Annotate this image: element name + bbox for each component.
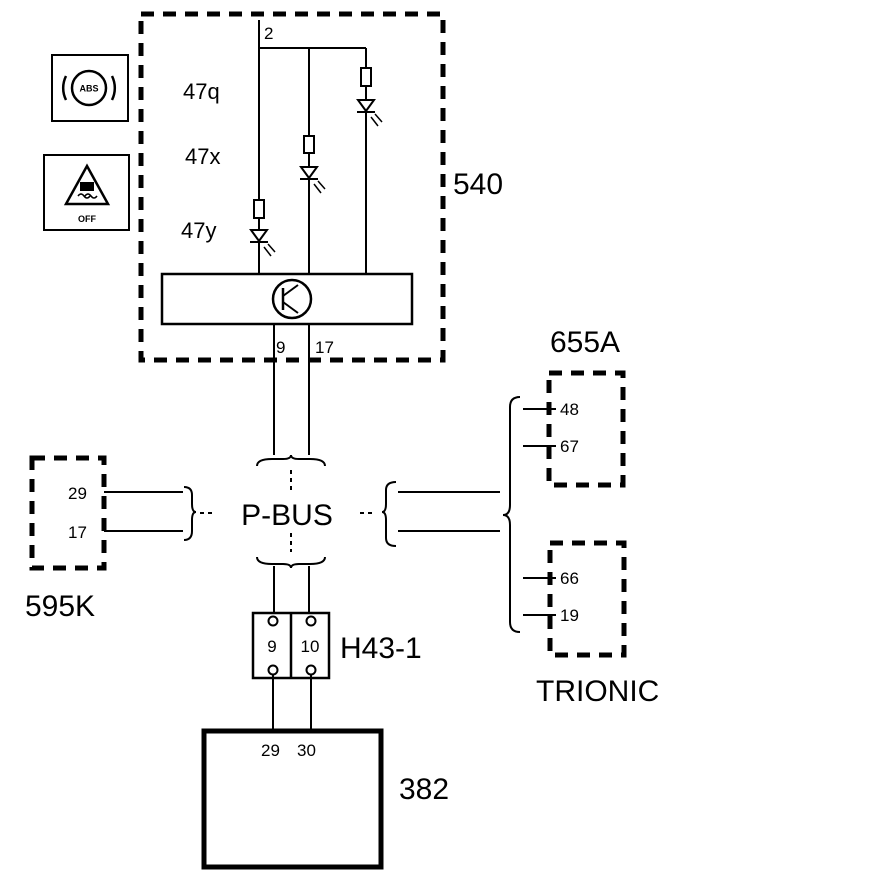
module-595k: 29 17 595K: [25, 455, 107, 623]
module-540: 540 2: [138, 11, 503, 363]
pin-382-30: 30: [297, 741, 316, 760]
pin-655a-67: 67: [560, 437, 579, 456]
abs-icon-text: ABS: [79, 84, 98, 94]
pin-595k-17: 17: [68, 523, 87, 542]
module-595k-label: 595K: [25, 590, 95, 623]
module-382: 29 30 382: [201, 728, 449, 870]
connector-h43-1: 9 10 H43-1: [251, 611, 422, 680]
p-bus-label: P-BUS: [241, 499, 333, 532]
pin-382-29: 29: [261, 741, 280, 760]
module-540-label: 540: [453, 168, 503, 201]
led-47y: [249, 199, 276, 274]
module-655a: 655A 48 67: [523, 326, 626, 488]
transistor-icon: [271, 278, 313, 320]
pin-540-2: 2: [264, 24, 273, 43]
led-47x: [299, 135, 326, 274]
pin-h43-9: 9: [267, 637, 276, 656]
traction-control-off-icon: OFF: [43, 154, 130, 231]
module-trionic: 66 19 TRIONIC: [523, 540, 659, 708]
connector-h43-1-label: H43-1: [340, 632, 422, 665]
pin-655a-48: 48: [560, 400, 579, 419]
pin-595k-29: 29: [68, 484, 87, 503]
module-655a-label: 655A: [550, 326, 620, 359]
abs-warning-icon: ABS: [51, 54, 129, 122]
indicator-47q-label: 47q: [183, 79, 220, 104]
module-trionic-label: TRIONIC: [536, 675, 659, 708]
indicator-47y-label: 47y: [181, 218, 216, 243]
led-47q: [356, 67, 383, 274]
module-382-label: 382: [399, 773, 449, 806]
pin-540-9: 9: [276, 338, 285, 357]
indicator-47x-label: 47x: [185, 144, 220, 169]
pin-trionic-19: 19: [560, 606, 579, 625]
pin-trionic-66: 66: [560, 569, 579, 588]
traction-icon-text: OFF: [78, 214, 96, 224]
p-bus: P-BUS: [200, 470, 376, 552]
pin-540-17: 17: [315, 338, 334, 357]
pin-h43-10: 10: [301, 637, 320, 656]
